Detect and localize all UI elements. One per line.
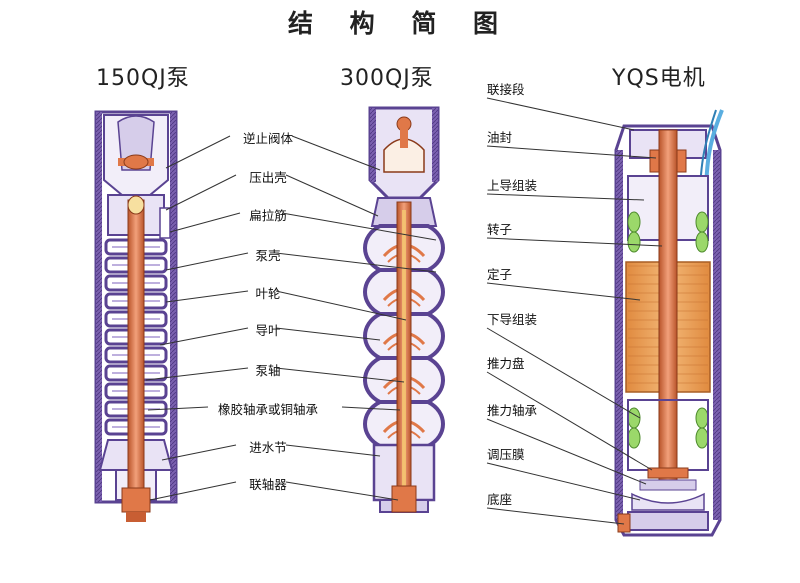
label-connecting-section: 联接段: [487, 82, 525, 97]
label-upper-guide-assembly: 上导组装: [487, 178, 538, 193]
label-flat-tie-bar: 扁拉筋: [249, 208, 287, 223]
label-coupling: 联轴器: [249, 477, 287, 492]
label-discharge-casing: 压出壳: [249, 170, 287, 185]
label-check-valve-body: 逆止阀体: [242, 131, 293, 146]
pump-150qj: [94, 110, 178, 522]
label-stator: 定子: [487, 267, 513, 282]
leader-lines: [145, 97, 663, 525]
label-impeller: 叶轮: [255, 286, 281, 301]
label-base: 底座: [487, 492, 513, 507]
label-water-inlet-section: 进水节: [249, 440, 287, 455]
pump-300qj: [363, 106, 445, 513]
label-lower-guide-assembly: 下导组装: [487, 312, 538, 327]
label-thrust-bearing: 推力轴承: [487, 403, 538, 418]
title-300qj-pump: 300QJ泵: [340, 66, 434, 91]
label-pump-shaft: 泵轴: [255, 363, 281, 378]
label-rotor: 转子: [487, 222, 513, 237]
motor-yqs: [614, 109, 724, 537]
label-thrust-disc: 推力盘: [487, 356, 525, 371]
title-150qj-pump: 150QJ泵: [96, 66, 190, 91]
label-pressure-membrane: 调压膜: [487, 447, 525, 462]
label-pump-casing: 泵壳: [255, 248, 281, 263]
label-oil-seal: 油封: [487, 130, 513, 145]
diagram-title: 结 构 简 图: [287, 9, 513, 38]
label-rubber-or-copper-bearing: 橡胶轴承或铜轴承: [217, 402, 318, 417]
title-yqs-motor: YQS电机: [612, 66, 706, 91]
label-guide-vane: 导叶: [255, 323, 281, 338]
